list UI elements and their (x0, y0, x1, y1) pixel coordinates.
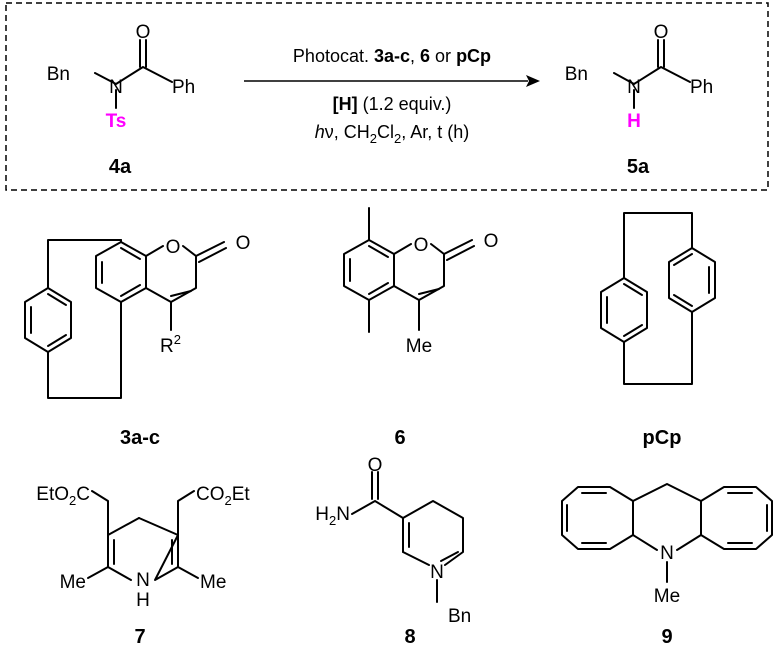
conditions-reagent: [H] (1.2 equiv.) (333, 94, 452, 114)
label-6: 6 (394, 427, 405, 449)
ph-label: Ph (172, 77, 195, 98)
nh-h: H (136, 590, 150, 611)
ts-group: Ts (106, 111, 127, 132)
reaction-arrow (244, 75, 540, 87)
bn-label: Bn (448, 606, 471, 627)
h2n-label: H2N (315, 504, 350, 528)
dashed-frame (5, 2, 769, 191)
compound-8: O H2N N Bn 8 (315, 455, 471, 648)
label-7: 7 (134, 626, 145, 648)
me-left: Me (60, 572, 86, 593)
o-ring: O (166, 237, 181, 258)
o-carbonyl: O (236, 233, 251, 254)
o-atom: O (368, 455, 383, 476)
o-atom: O (654, 22, 669, 43)
me-label: Me (406, 336, 432, 357)
label-4a: 4a (109, 156, 132, 178)
compound-6: O O Me 6 (343, 207, 499, 449)
me-right: Me (200, 572, 226, 593)
label-3a-c: 3a-c (120, 427, 160, 449)
n-atom: N (627, 77, 641, 98)
h-atom: H (627, 111, 641, 132)
r2-label: R2 (160, 332, 181, 357)
bn-label: Bn (47, 64, 70, 85)
co2et-label: CO2Et (196, 484, 250, 508)
o-atom: O (136, 22, 151, 43)
compound-7: EtO2C CO2Et Me Me N H 7 (36, 484, 250, 648)
label-5a: 5a (627, 156, 650, 178)
substrate-4a: Bn N O Ph Ts 4a (47, 22, 196, 178)
o-ring: O (414, 235, 429, 256)
conditions-catalysts: Photocat. 3a-c, 6 or pCp (293, 46, 491, 66)
label-pcp: pCp (643, 427, 682, 449)
conditions-medium: hν, CH2Cl2, Ar, t (h) (315, 122, 470, 146)
n-atom: N (660, 543, 674, 564)
n-atom: N (430, 562, 444, 583)
n-atom: N (109, 77, 123, 98)
product-5a: Bn N O Ph H 5a (565, 22, 714, 178)
label-8: 8 (404, 626, 415, 648)
me-label: Me (654, 586, 680, 607)
label-9: 9 (661, 626, 672, 648)
compound-3a-c: O O R2 3a-c (24, 233, 251, 449)
bn-label: Bn (565, 64, 588, 85)
compound-pcp: pCp (600, 212, 716, 449)
nh-n: N (136, 570, 150, 591)
compound-9: N Me 9 (561, 483, 773, 648)
ph-label: Ph (690, 77, 713, 98)
o-carbonyl: O (484, 231, 499, 252)
eto2c-label: EtO2C (36, 484, 90, 508)
